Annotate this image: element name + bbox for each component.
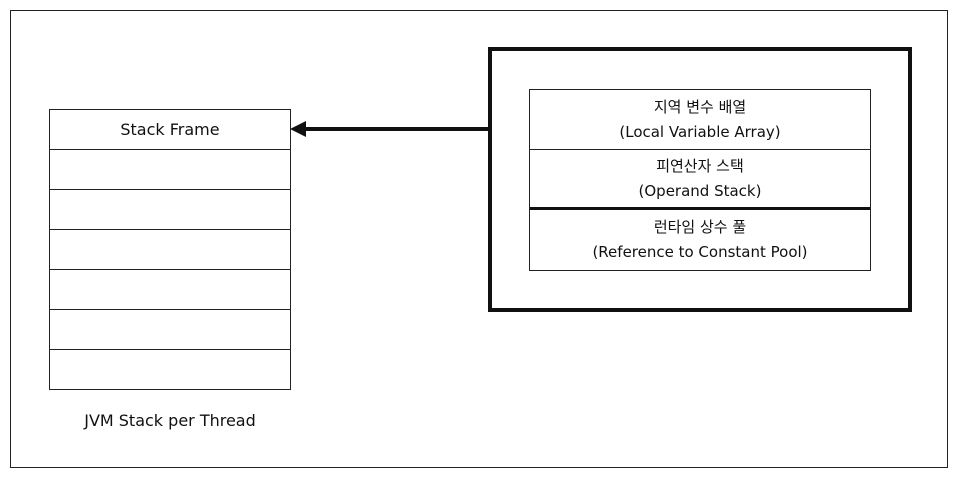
operand-stack: 피연산자 스택 (Operand Stack) bbox=[530, 150, 870, 210]
stack-row bbox=[50, 310, 290, 350]
stack-row bbox=[50, 150, 290, 190]
component-korean-label: 런타임 상수 풀 bbox=[653, 218, 747, 236]
component-korean-label: 지역 변수 배열 bbox=[653, 97, 747, 116]
component-english-label: (Reference to Constant Pool) bbox=[592, 243, 808, 261]
jvm-stack: Stack Frame bbox=[49, 109, 291, 390]
constant-pool-reference: 런타임 상수 풀 (Reference to Constant Pool) bbox=[530, 210, 870, 270]
stack-frame-row: Stack Frame bbox=[50, 110, 290, 150]
stack-row bbox=[50, 190, 290, 230]
stack-frame-detail-box bbox=[488, 47, 912, 312]
frame-components: 지역 변수 배열 (Local Variable Array) 피연산자 스택 … bbox=[529, 89, 871, 271]
stack-row bbox=[50, 230, 290, 270]
component-english-label: (Operand Stack) bbox=[638, 181, 762, 200]
diagram-border bbox=[10, 10, 948, 468]
component-english-label: (Local Variable Array) bbox=[619, 122, 781, 141]
arrow-head bbox=[290, 121, 306, 137]
component-korean-label: 피연산자 스택 bbox=[656, 156, 744, 175]
stack-row bbox=[50, 270, 290, 310]
stack-caption: JVM Stack per Thread bbox=[84, 411, 256, 430]
local-variable-array: 지역 변수 배열 (Local Variable Array) bbox=[530, 90, 870, 150]
